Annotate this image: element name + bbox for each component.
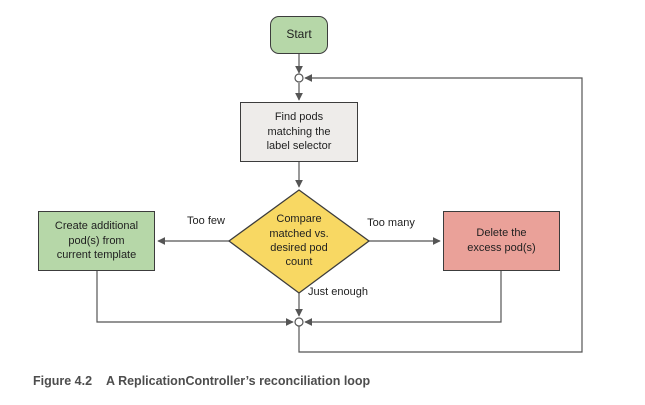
connector-create-to-bottom-junction — [96, 271, 294, 326]
decision-node-label: Compare matched vs. desired pod count — [269, 213, 329, 269]
create-pods-node: Create additional pod(s) from current te… — [38, 211, 155, 271]
figure-caption-text: A ReplicationController’s reconciliation… — [106, 374, 371, 388]
figure-caption-number: Figure 4.2 — [33, 374, 93, 388]
edge-label-too-few: Too few — [187, 215, 225, 227]
delete-pods-node: Delete the excess pod(s) — [443, 211, 560, 271]
start-node-label: Start — [286, 27, 312, 42]
bottom-junction-point — [294, 317, 304, 327]
edge-label-just-enough: Just enough — [308, 286, 368, 298]
edge-label-too-many: Too many — [367, 217, 415, 229]
decision-diamond-shape — [227, 189, 371, 294]
decision-node-label-box: Compare matched vs. desired pod count — [249, 203, 349, 279]
delete-pods-node-label: Delete the excess pod(s) — [467, 227, 536, 254]
start-node: Start — [270, 16, 328, 54]
connector-loop-back — [298, 74, 583, 353]
find-pods-node: Find pods matching the label selector — [240, 102, 358, 162]
create-pods-node-label: Create additional pod(s) from current te… — [54, 220, 139, 262]
top-junction-point — [294, 73, 304, 83]
connector-delete-to-bottom-junction — [304, 271, 502, 326]
find-pods-node-label: Find pods matching the label selector — [266, 111, 332, 153]
figure-caption: Figure 4.2 A ReplicationController’s reco… — [33, 374, 370, 388]
